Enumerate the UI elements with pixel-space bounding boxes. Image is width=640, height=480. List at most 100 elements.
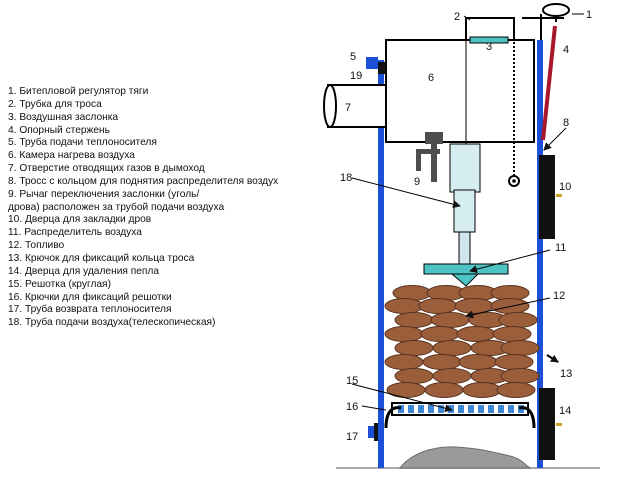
legend-item: 14. Дверца для удаления пепла <box>8 265 160 277</box>
callout-3: 3 <box>486 41 492 53</box>
ash-door-latch <box>556 423 562 426</box>
flue-outlet-opening <box>323 84 337 128</box>
fuel-log <box>494 354 534 370</box>
grate-slot <box>468 405 474 413</box>
ash-pile <box>398 446 532 469</box>
fuel-loading-door <box>539 155 555 239</box>
callout-2: 2 <box>454 11 460 23</box>
return-pipe <box>368 426 378 438</box>
callout-8: 8 <box>563 117 569 129</box>
legend-item: 7. Отверстие отводящих газов в дымоход <box>8 163 205 175</box>
fuel-log <box>384 354 424 370</box>
legend: 1. Битепловой регулятор тяги 2. Трубка д… <box>8 86 308 330</box>
cable-ring-inner <box>512 179 516 183</box>
legend-item: 11. Распределитель воздуха <box>8 227 142 239</box>
legend-item: дрова) расположен за трубой подачи возду… <box>8 201 225 213</box>
callout-1: 1 <box>586 9 592 21</box>
callout-17: 17 <box>346 431 358 443</box>
grate-slot <box>508 405 514 413</box>
fuel-log <box>422 354 462 370</box>
draft-regulator <box>522 3 570 40</box>
callout-5: 5 <box>350 51 356 63</box>
fuel-log <box>498 312 538 328</box>
callout-13: 13 <box>560 368 572 380</box>
telescopic-tube-upper <box>449 143 481 193</box>
grate-hook-right <box>518 406 536 429</box>
telescopic-tube-lower <box>453 189 476 233</box>
return-pipe-end <box>374 423 378 441</box>
legend-item: 18. Труба подачи воздуха(телескопическая… <box>8 317 216 329</box>
fuel-log <box>430 312 470 328</box>
grate-slot <box>488 405 494 413</box>
grate-slot <box>478 405 484 413</box>
cable-tube <box>465 17 515 40</box>
callout-6: 6 <box>428 72 434 84</box>
leader-8 <box>543 127 567 151</box>
legend-item: 5. Труба подачи теплоносителя <box>8 137 157 149</box>
leader-12 <box>465 297 551 319</box>
leader-2 <box>463 15 471 21</box>
legend-item: 2. Трубка для троса <box>8 98 102 110</box>
fuel-log <box>420 326 460 342</box>
grate-slot <box>428 405 434 413</box>
leader-13 <box>546 354 559 363</box>
legend-item: 16. Крючки для фиксаций решотки <box>8 291 172 303</box>
fuel-stack <box>384 285 540 398</box>
legend-item: 17. Труба возврата теплоносителя <box>8 304 172 316</box>
coolant-supply-pipe-end <box>378 62 386 74</box>
callout-19: 19 <box>350 70 362 82</box>
callout-14: 14 <box>559 405 571 417</box>
grate-hook-left <box>384 406 402 429</box>
callout-9: 9 <box>414 176 420 188</box>
grate-slot <box>458 405 464 413</box>
callout-18: 18 <box>340 172 352 184</box>
legend-item: 13. Крючок для фиксаций кольца троса <box>8 252 195 264</box>
legend-item: 6. Камера нагрева воздуха <box>8 150 135 162</box>
callout-10: 10 <box>559 181 571 193</box>
fuel-log <box>392 285 432 301</box>
telescopic-tube-stem <box>458 231 471 265</box>
fuel-log <box>384 326 424 342</box>
grate-slot <box>438 405 444 413</box>
fuel-log <box>394 340 434 356</box>
fuel-log <box>432 368 472 384</box>
fuel-log <box>418 298 458 314</box>
leader-18 <box>351 177 461 209</box>
fuel-log <box>490 298 530 314</box>
grate-slot <box>418 405 424 413</box>
fuel-door-latch <box>556 194 562 197</box>
callout-4: 4 <box>563 44 569 56</box>
fuel-log <box>456 326 496 342</box>
coolant-supply-pipe <box>366 57 378 69</box>
air-heating-chamber <box>385 39 535 143</box>
legend-item: 12. Топливо <box>8 240 65 252</box>
left-wall <box>378 60 384 468</box>
air-distributor-cone <box>450 273 480 287</box>
fuel-log <box>424 382 464 398</box>
legend-item: 10. Дверца для закладки дров <box>8 214 152 226</box>
fuel-log <box>458 354 498 370</box>
leader-11 <box>469 249 551 274</box>
air-distributor-plate <box>423 263 509 275</box>
leader-15 <box>351 383 453 413</box>
fuel-log <box>384 298 424 314</box>
callout-16: 16 <box>346 401 358 413</box>
fuel-log <box>500 368 540 384</box>
damper-switch-lever <box>416 132 443 182</box>
fuel-log <box>394 368 434 384</box>
fuel-log <box>462 382 502 398</box>
fuel-log <box>500 340 540 356</box>
grate-slot <box>498 405 504 413</box>
legend-item: 4. Опорный стержень <box>8 124 110 136</box>
fuel-log <box>386 382 426 398</box>
air-damper <box>469 36 509 44</box>
callout-11: 11 <box>555 242 566 254</box>
fuel-log <box>432 340 472 356</box>
support-rod <box>541 25 557 141</box>
right-wall <box>537 40 543 468</box>
fuel-log <box>394 312 434 328</box>
fuel-log <box>492 326 532 342</box>
legend-item: 15. Решотка (круглая) <box>8 278 111 290</box>
grate-slot <box>408 405 414 413</box>
